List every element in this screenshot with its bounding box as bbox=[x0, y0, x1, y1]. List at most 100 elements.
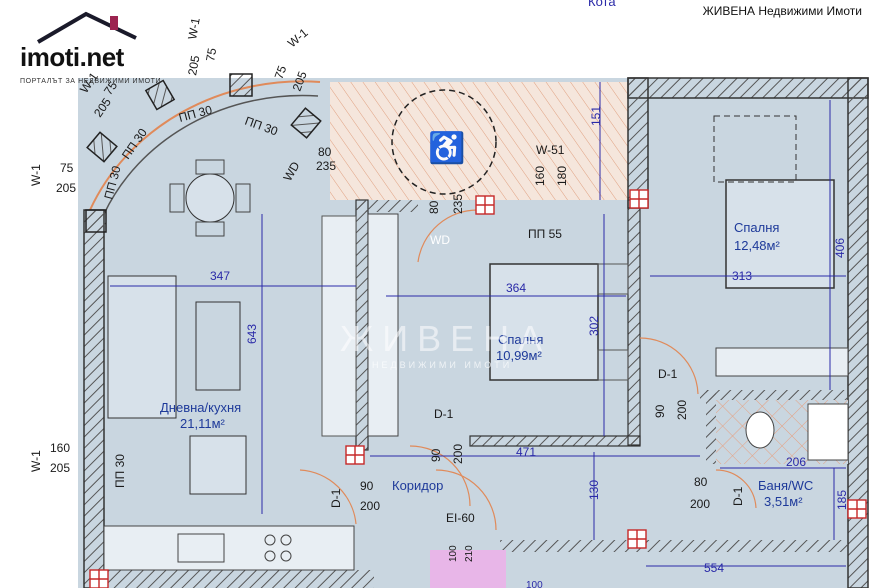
window-frame-3 bbox=[229, 73, 253, 97]
door-tag-bath: D-1 bbox=[731, 486, 745, 506]
house-roof-icon bbox=[36, 11, 137, 44]
bed-bedroom1 bbox=[489, 263, 599, 381]
chair-2 bbox=[195, 221, 225, 237]
door-swing-bedroom2 bbox=[639, 337, 699, 395]
wall-bottom-right bbox=[500, 540, 640, 552]
window-h-top-1: 205 bbox=[185, 54, 202, 76]
door-h-entrance: 210 bbox=[464, 545, 475, 562]
window-w-bottom: 160 bbox=[50, 441, 70, 455]
wall-bath-left bbox=[706, 390, 716, 464]
door-h-bedroom1: 200 bbox=[451, 444, 465, 464]
coffee-table bbox=[195, 301, 241, 391]
window-tag-top-2: W-1 bbox=[285, 25, 311, 50]
sofa bbox=[107, 275, 177, 419]
logo-tagline: ПОРТАЛЪТ ЗА НЕДВИЖИМИ ИМОТИ bbox=[20, 78, 162, 85]
door-h-left: 200 bbox=[360, 499, 380, 513]
window-h-left: 205 bbox=[56, 181, 76, 195]
door-w-bath: 80 bbox=[694, 475, 708, 489]
nightstand-2 bbox=[597, 349, 629, 381]
wall-mid-vertical bbox=[628, 78, 648, 208]
accessibility-turning-circle bbox=[391, 89, 497, 195]
window-frame-2 bbox=[144, 79, 176, 111]
window-h-top-2: 205 bbox=[290, 69, 310, 93]
wall-bedroom1-right bbox=[628, 200, 640, 445]
wall-bedroom1-top bbox=[356, 200, 418, 212]
door-w-bedroom1: 90 bbox=[429, 448, 443, 462]
stove-burner-2 bbox=[280, 534, 292, 546]
window-tag-bottom: W-1 bbox=[29, 450, 43, 472]
dim-151: 151 bbox=[589, 106, 603, 126]
dim-100: 100 bbox=[526, 580, 543, 588]
window-labels: W-1 75 205 W-1 75 205 W-1 75 205 W-1 75 … bbox=[29, 16, 569, 475]
door-tag-bedroom2: D-1 bbox=[658, 367, 678, 381]
room-name-bedroom2: Спалня bbox=[734, 220, 779, 235]
window-w-top-2: 75 bbox=[272, 63, 290, 81]
dim-406: 406 bbox=[833, 238, 847, 258]
door-swing-bath bbox=[715, 469, 757, 509]
door-swing-living bbox=[299, 469, 357, 525]
wall-bedroom1-bottom-frame bbox=[469, 435, 641, 447]
chair-1 bbox=[195, 159, 225, 175]
door-w-bedroom2: 90 bbox=[653, 404, 667, 418]
terrace-pattern bbox=[330, 82, 628, 200]
door-tag-left: D-1 bbox=[329, 488, 343, 508]
bay-window-floor bbox=[100, 79, 330, 215]
window-w-left: 75 bbox=[60, 161, 74, 175]
nightstand-1 bbox=[597, 263, 629, 295]
door-swing-corridor bbox=[409, 445, 471, 507]
logo-wordmark: imoti.net bbox=[20, 42, 124, 72]
window-wd-inner-tag: WD bbox=[430, 233, 450, 247]
wall-bottom-right2 bbox=[640, 540, 848, 552]
dim-302: 302 bbox=[587, 316, 601, 336]
wall-right bbox=[848, 78, 868, 588]
window-wd-inner-w: 80 bbox=[427, 200, 441, 214]
column-1 bbox=[475, 195, 495, 215]
skylight bbox=[713, 115, 797, 183]
window-wd-h: 235 bbox=[316, 159, 336, 173]
dimension-labels: 347 643 364 302 313 406 471 206 185 130 … bbox=[210, 106, 849, 588]
dim-206: 206 bbox=[786, 455, 806, 469]
wall-bath-top bbox=[700, 390, 860, 400]
door-h-bedroom2: 200 bbox=[675, 400, 689, 420]
door-swing-entrance bbox=[435, 469, 497, 531]
room-name-corridor: Коридор bbox=[392, 478, 443, 493]
wardrobe-bedroom2 bbox=[715, 347, 849, 377]
wardrobe-bedroom1 bbox=[367, 213, 399, 437]
imoti-logo[interactable]: imoti.net ПОРТАЛЪТ ЗА НЕДВИЖИМИ ИМОТИ bbox=[8, 8, 168, 88]
column-3 bbox=[345, 445, 365, 465]
door-w-left: 90 bbox=[360, 479, 374, 493]
room-name-bedroom1: Спалня bbox=[498, 332, 543, 347]
window-wd-inner-h: 235 bbox=[451, 194, 465, 214]
stove-burner-3 bbox=[264, 550, 276, 562]
tv-unit bbox=[321, 215, 357, 437]
stove-burner-4 bbox=[280, 550, 292, 562]
dim-313: 313 bbox=[732, 269, 752, 283]
wall-left bbox=[84, 210, 104, 588]
window-w51-w: 160 bbox=[533, 166, 547, 186]
toilet bbox=[745, 411, 775, 449]
window-tag-top-1: W-1 bbox=[185, 16, 203, 40]
wall-bedroom1-bottom bbox=[470, 436, 640, 446]
watermark-text: ЖИВЕНА bbox=[340, 318, 552, 359]
door-tag-entrance: EI-60 bbox=[446, 511, 475, 525]
room-area-living: 21,11м² bbox=[180, 416, 226, 431]
agency-name: ЖИВЕНА Недвижими Имоти bbox=[702, 4, 862, 18]
stair-core bbox=[430, 550, 506, 588]
door-h-bath: 200 bbox=[690, 497, 710, 511]
window-frame-4 bbox=[290, 107, 322, 139]
watermark-subtext: НЕДВИЖИМИ ИМОТИ bbox=[372, 360, 513, 370]
column-4 bbox=[627, 529, 647, 549]
shower bbox=[807, 403, 849, 461]
sill-label-5: ПП 55 bbox=[528, 227, 562, 241]
chair-3 bbox=[169, 183, 185, 213]
room-area-bath: 3,51м² bbox=[764, 494, 803, 509]
dimension-lines bbox=[110, 82, 846, 567]
chair-4 bbox=[235, 183, 251, 213]
column-6 bbox=[89, 569, 109, 588]
stove-burner-1 bbox=[264, 534, 276, 546]
window-wd-w: 80 bbox=[318, 145, 332, 159]
door-labels: D-1 90 200 D-1 90 200 D-1 90 200 D-1 80 … bbox=[329, 367, 745, 562]
bay-window-arc-inner bbox=[103, 94, 319, 215]
kitchen-sink bbox=[177, 533, 225, 563]
window-frame-5 bbox=[85, 209, 107, 233]
